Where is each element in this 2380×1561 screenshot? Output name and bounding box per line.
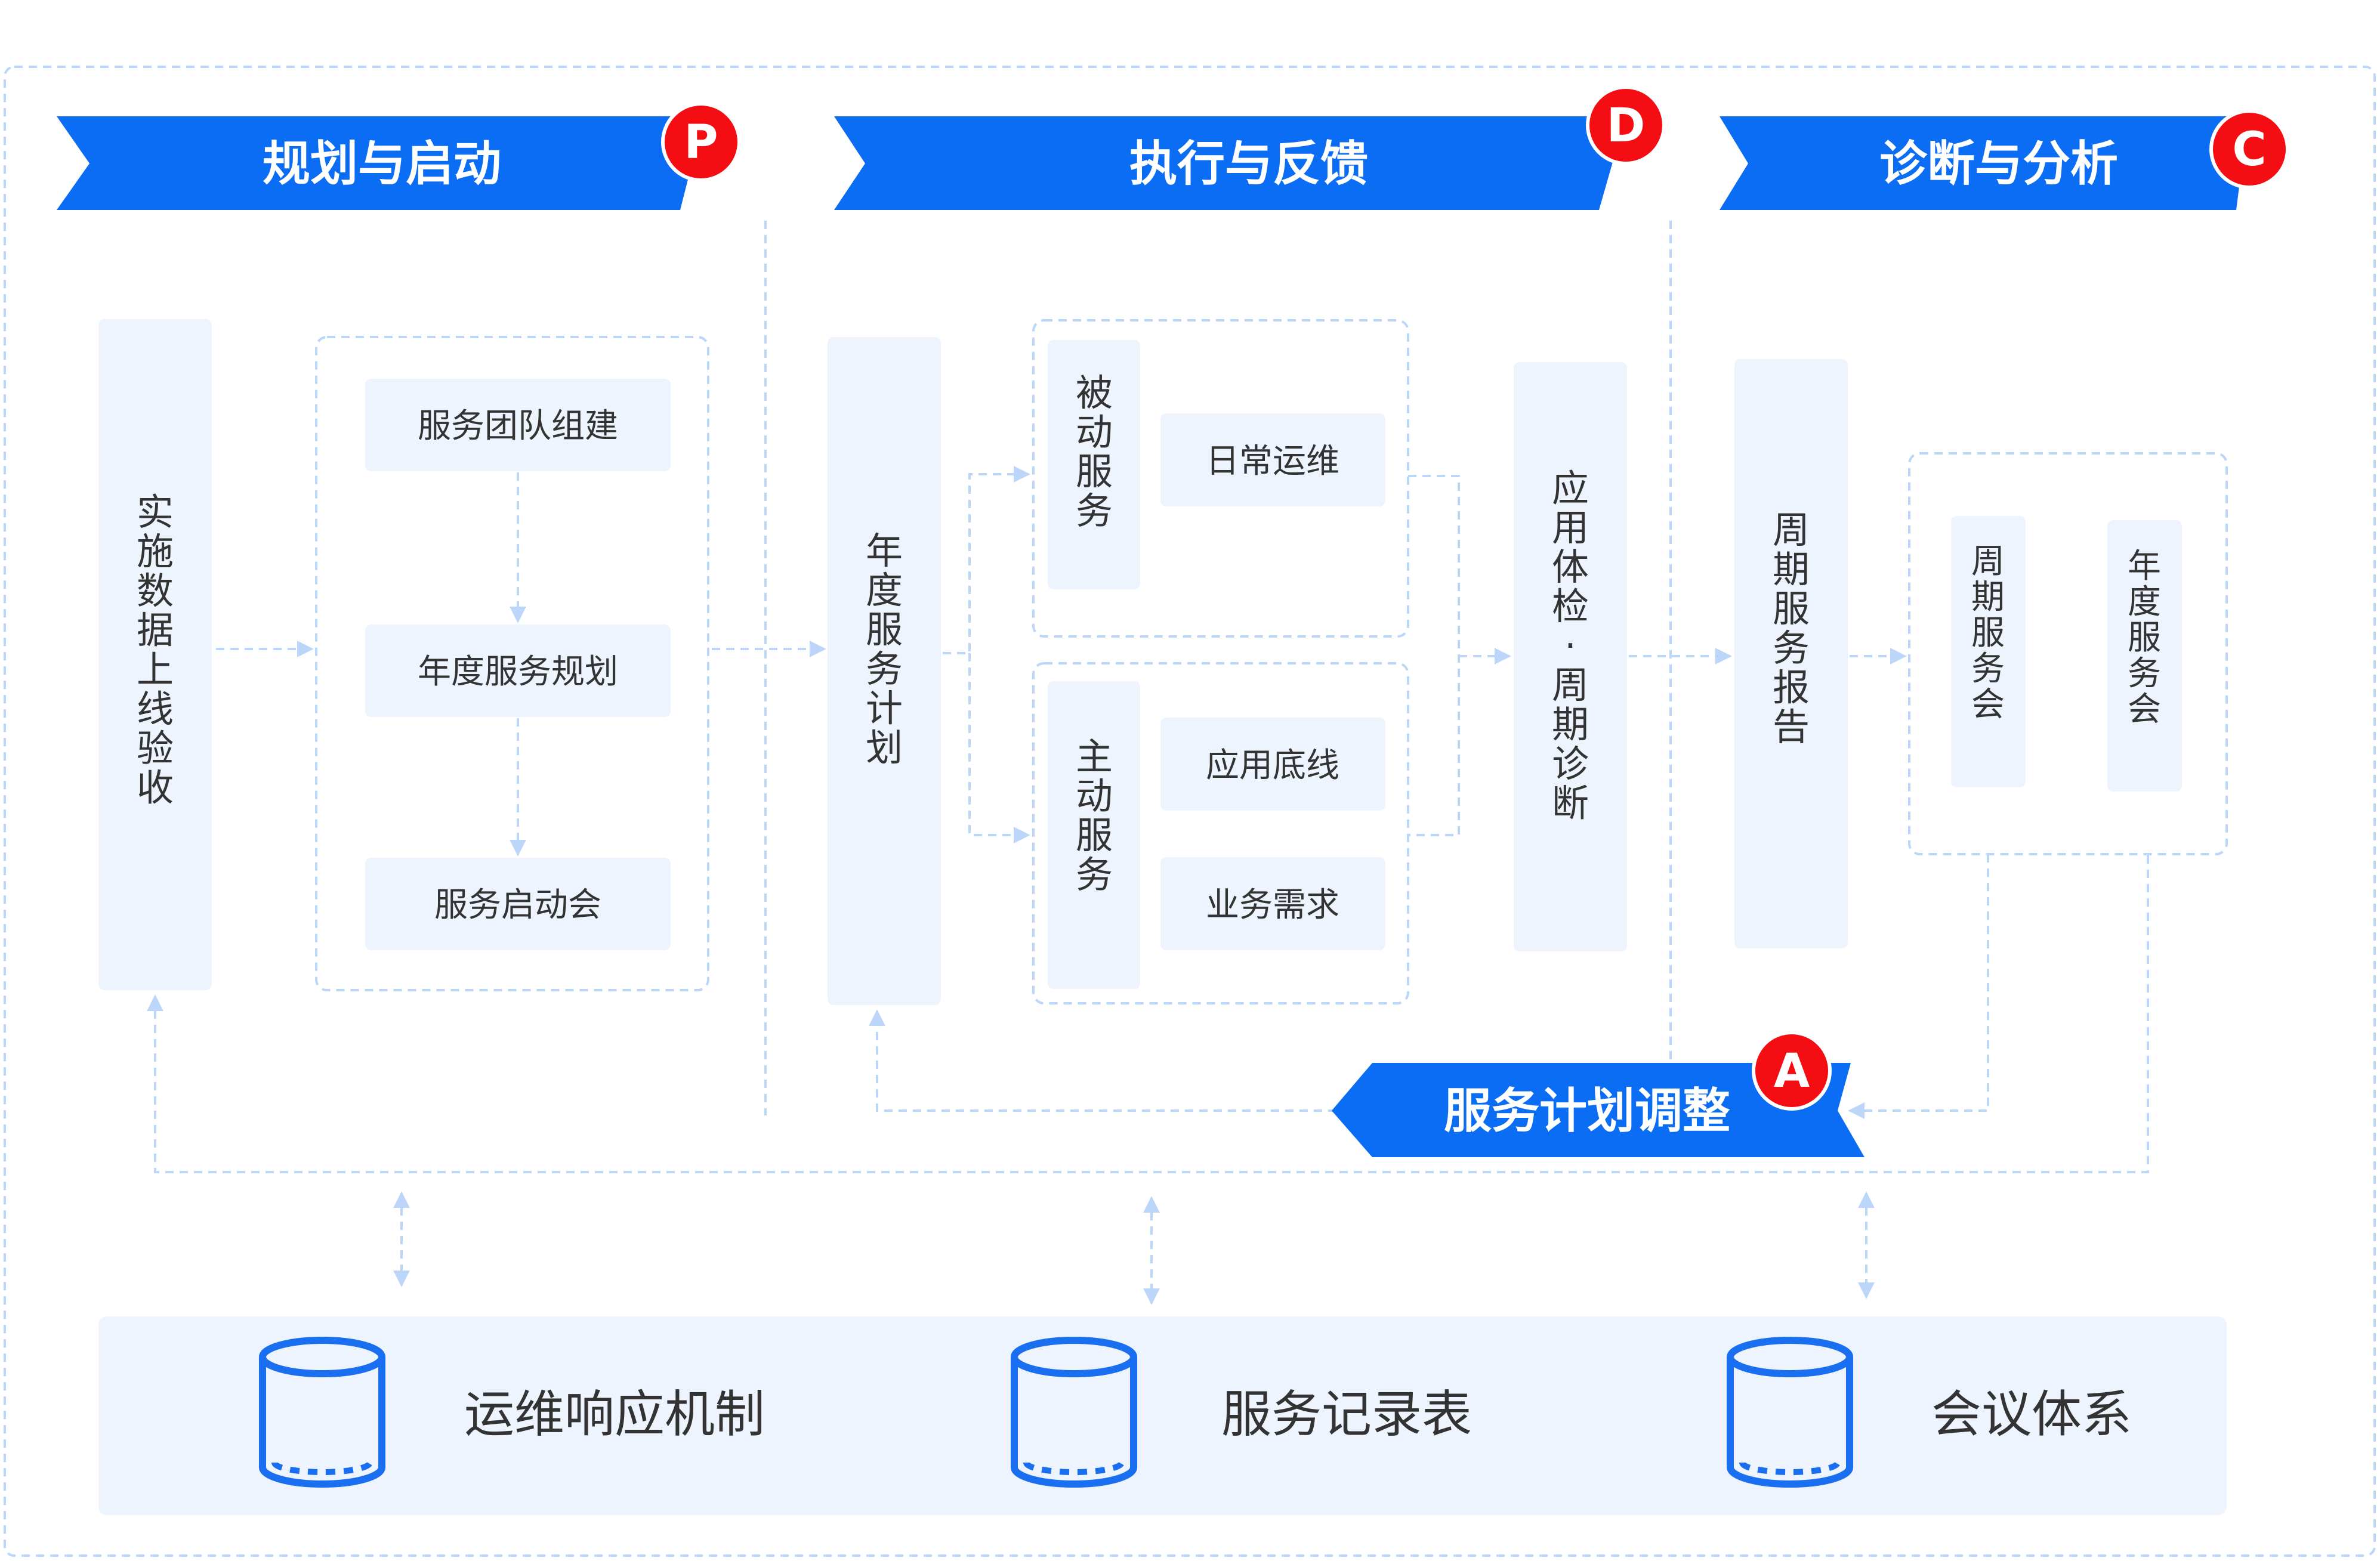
- arrow-annual-to-passive: [943, 466, 1030, 654]
- plan-steps-group: [315, 336, 709, 991]
- report-box: [1734, 359, 1848, 948]
- active-label: 主动服务: [1076, 735, 1113, 897]
- acceptance-label: 实施数据上线验收: [137, 490, 174, 809]
- database-icon: [1727, 1337, 1853, 1488]
- svg-text:C: C: [2232, 123, 2266, 177]
- database-icon: [259, 1337, 385, 1488]
- storage-label-records: 服务记录表: [1221, 1385, 1472, 1443]
- cycle-meeting-box: [1951, 516, 2026, 787]
- acceptance-box: [98, 319, 212, 990]
- phase-banner-check: 诊断与分析 C: [1720, 109, 2289, 210]
- daily-ops-box: [1160, 413, 1385, 506]
- diagnosis-label: 应用体检·周期诊断: [1552, 466, 1589, 825]
- passive-label-box: [1048, 340, 1140, 589]
- baseline-label: 应用底线: [1206, 746, 1339, 785]
- step-box-team: [365, 379, 671, 471]
- storage-item-records: 服务记录表: [1011, 1337, 1472, 1488]
- database-icon: [1011, 1337, 1137, 1488]
- svg-text:服务计划调整: 服务计划调整: [1444, 1083, 1730, 1139]
- active-group: [1032, 662, 1409, 1004]
- storage-item-response: 运维响应机制: [259, 1337, 765, 1488]
- step-team-label: 服务团队组建: [418, 407, 618, 446]
- passive-group: [1032, 319, 1409, 638]
- meetings-group: [1908, 452, 2228, 855]
- step-plan-label: 年度服务规划: [418, 653, 618, 691]
- storage-label-meetings: 会议体系: [1931, 1385, 2132, 1443]
- connector-passive-out: [1408, 475, 1460, 836]
- phase-badge-d: D: [1586, 85, 1666, 165]
- active-label-box: [1048, 681, 1140, 989]
- phase-banner-act: 服务计划调整 A: [1332, 1031, 1865, 1157]
- svg-text:A: A: [1774, 1044, 1810, 1098]
- phase-banner-do: 执行与反馈 D: [834, 85, 1666, 210]
- phase-banner-plan: 规划与启动 P: [57, 102, 741, 210]
- storage-panel: [98, 1316, 2227, 1515]
- arrow-cycle-meeting-to-adjust: [1848, 854, 1989, 1119]
- annual-plan-box: [828, 337, 941, 1005]
- annual-meeting-box: [2107, 520, 2182, 792]
- svg-text:诊断与分析: 诊断与分析: [1879, 136, 2118, 191]
- storage-item-meetings: 会议体系: [1727, 1337, 2132, 1488]
- annual-meeting-label: 年度服务会: [2128, 547, 2161, 729]
- bottom-bus-line: [147, 854, 2149, 1173]
- svg-text:P: P: [684, 116, 718, 169]
- business-box: [1160, 857, 1385, 950]
- arrow-annual-to-active: [968, 653, 1030, 843]
- diagnosis-box: [1514, 362, 1627, 951]
- arrow-adjust-to-annual-plan: [869, 1009, 1336, 1112]
- business-label: 业务需求: [1206, 886, 1339, 925]
- svg-text:规划与启动: 规划与启动: [263, 136, 501, 191]
- cycle-meeting-label: 周期服务会: [1971, 542, 2005, 724]
- baseline-box: [1160, 718, 1385, 811]
- outer-frame: [4, 66, 2376, 1557]
- storage-label-response: 运维响应机制: [464, 1385, 765, 1443]
- annual-plan-label: 年度服务计划: [866, 529, 903, 769]
- svg-text:D: D: [1607, 99, 1646, 153]
- step-box-plan: [365, 625, 671, 717]
- svg-text:执行与反馈: 执行与反馈: [1129, 136, 1368, 191]
- phase-badge-a: A: [1752, 1031, 1832, 1111]
- daily-ops-label: 日常运维: [1206, 442, 1339, 481]
- phase-badge-c: C: [2209, 109, 2289, 189]
- step-kickoff-label: 服务启动会: [434, 886, 601, 925]
- report-label: 周期服务报告: [1773, 508, 1810, 749]
- phase-badge-p: P: [661, 102, 741, 182]
- step-box-kickoff: [365, 858, 671, 950]
- passive-label: 被动服务: [1076, 371, 1113, 533]
